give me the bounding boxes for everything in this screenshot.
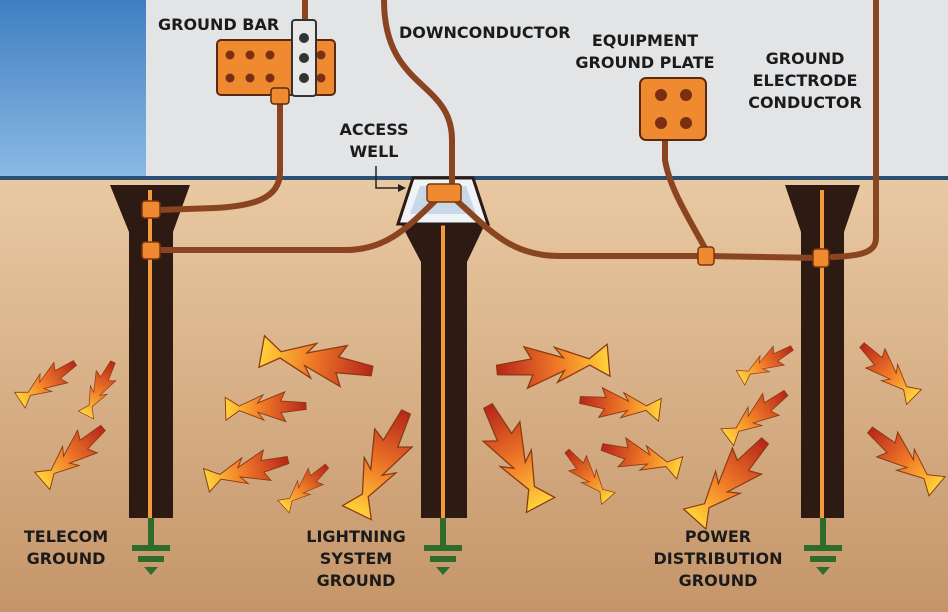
ground-bar-to-telecom-cable bbox=[155, 97, 283, 213]
power-distribution-ground-line-1: POWER bbox=[684, 527, 752, 546]
equipment-ground-plate-line-1: EQUIPMENT bbox=[591, 31, 699, 50]
access-well-pointer bbox=[375, 166, 406, 192]
lightning-ground-pile bbox=[400, 200, 486, 518]
telecom-bond-cable bbox=[155, 197, 439, 253]
equipment-ground-plate-line-2: GROUND PLATE bbox=[575, 53, 715, 72]
lightning-system-ground-label: LIGHTNING SYSTEM GROUND bbox=[300, 526, 412, 592]
clamp-connector-icon bbox=[697, 246, 715, 266]
downconductor-label: DOWNCONDUCTOR bbox=[399, 22, 571, 44]
ring-bond-cable bbox=[453, 197, 825, 261]
lightning-system-ground-line-2: SYSTEM bbox=[319, 549, 393, 568]
ground-stems bbox=[148, 518, 826, 545]
access-well-line-1: ACCESS bbox=[339, 120, 409, 139]
ground-electrode-conductor-line-1: GROUND bbox=[765, 49, 845, 68]
lightning-system-ground-line-3: GROUND bbox=[316, 571, 396, 590]
telecom-ground-line-2: GROUND bbox=[26, 549, 106, 568]
conductors bbox=[155, 0, 879, 261]
ground-electrode-conductor-line-3: CONDUCTOR bbox=[748, 93, 862, 112]
telecom-ground-line-1: TELECOM bbox=[23, 527, 109, 546]
ground-bar bbox=[216, 19, 336, 105]
clamp-connector-icon bbox=[812, 248, 830, 268]
power-distribution-ground-line-3: GROUND bbox=[678, 571, 758, 590]
equipment-plate-cable bbox=[662, 135, 709, 253]
telecom-ground-label: TELECOM GROUND bbox=[16, 526, 116, 570]
equipment-ground-plate-label: EQUIPMENT GROUND PLATE bbox=[570, 30, 720, 74]
power-distribution-ground-line-2: DISTRIBUTION bbox=[653, 549, 783, 568]
clamp-connector-icon bbox=[426, 183, 462, 203]
ground-electrode-conductor-label: GROUND ELECTRODE CONDUCTOR bbox=[740, 48, 870, 114]
clamp-connector-icon bbox=[141, 200, 161, 219]
downconductor-cable bbox=[381, 0, 455, 189]
access-well-line-2: WELL bbox=[349, 142, 399, 161]
power-distribution-ground-label: POWER DISTRIBUTION GROUND bbox=[650, 526, 786, 592]
access-well-label: ACCESS WELL bbox=[336, 119, 412, 163]
ground-electrode-conductor-line-2: ELECTRODE bbox=[752, 71, 858, 90]
equipment-ground-plate bbox=[639, 77, 707, 141]
ground-bar-label-text: GROUND BAR bbox=[158, 15, 280, 34]
connectors bbox=[141, 183, 830, 268]
lightning-system-ground-line-1: LIGHTNING bbox=[306, 527, 406, 546]
power-ground-pile bbox=[785, 185, 860, 518]
ground-electrode-conductor-cable bbox=[829, 0, 879, 260]
clamp-connector-icon bbox=[141, 241, 161, 260]
ground-bar-label: GROUND BAR bbox=[158, 14, 279, 36]
downconductor-label-text: DOWNCONDUCTOR bbox=[399, 23, 571, 42]
